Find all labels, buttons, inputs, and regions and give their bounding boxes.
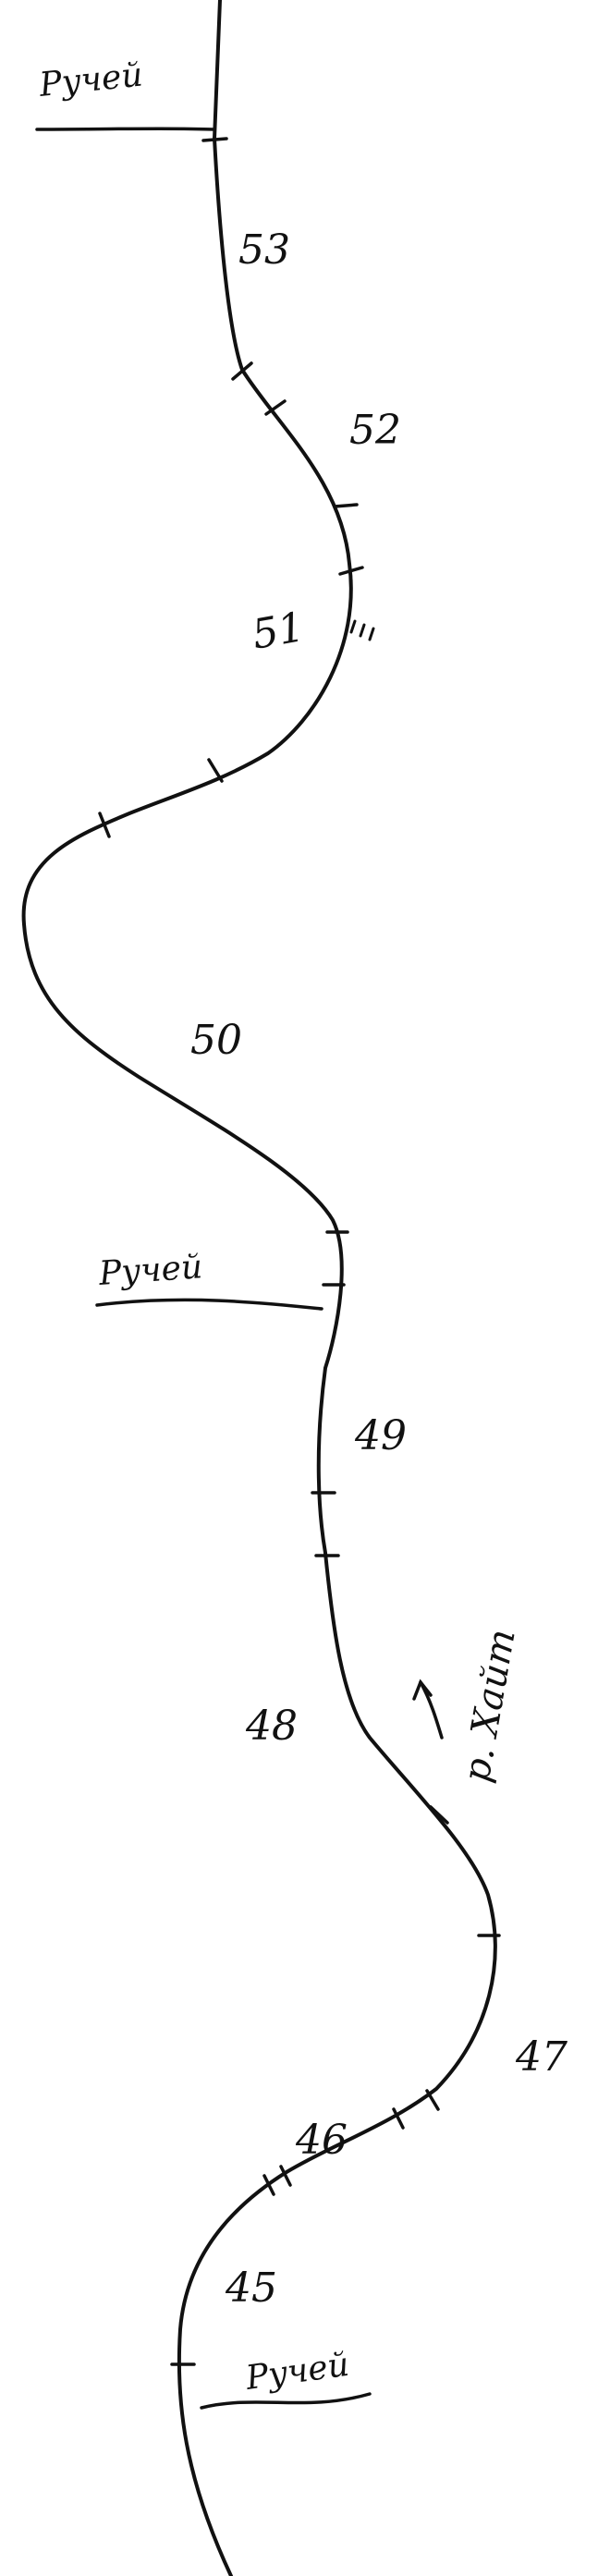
segment-label-45: 45 — [225, 2265, 277, 2312]
tick-mark — [333, 503, 359, 508]
segment-label-53: 53 — [238, 226, 290, 274]
segment-label-48: 48 — [245, 1703, 298, 1750]
stream-middle — [95, 1298, 323, 1311]
segment-label-50: 50 — [190, 1017, 242, 1064]
tick-mark — [207, 758, 224, 783]
segment-label-52: 52 — [349, 407, 401, 454]
river-name-label: р. Хайт — [456, 1626, 524, 1786]
tick-mark — [262, 2174, 275, 2196]
tick-mark — [279, 2165, 292, 2187]
river-line — [21, 0, 497, 2576]
segment-ticks — [98, 137, 501, 2366]
tick-mark — [425, 2089, 440, 2111]
segment-label-49: 49 — [354, 1412, 407, 1459]
tick-mark — [98, 812, 111, 838]
segment-label-46: 46 — [295, 2117, 348, 2164]
stream-label-bottom: Ручей — [243, 2346, 352, 2398]
tick-mark — [201, 137, 228, 142]
tick-mark — [392, 2107, 405, 2130]
stream-label-middle: Ручей — [97, 1248, 204, 1293]
tick-mark — [429, 1805, 449, 1825]
stream-label-top: Ручей — [37, 55, 145, 104]
stream-bottom — [200, 2392, 372, 2410]
tick-mark — [338, 566, 364, 576]
stream-top — [35, 127, 216, 131]
tick-mark — [231, 361, 253, 381]
tick-mark — [264, 399, 287, 416]
flow-arrow-icon — [412, 1679, 444, 1740]
segment-label-51: 51 — [249, 604, 308, 659]
rapids-marks — [349, 619, 375, 641]
segment-label-47: 47 — [515, 2033, 567, 2081]
